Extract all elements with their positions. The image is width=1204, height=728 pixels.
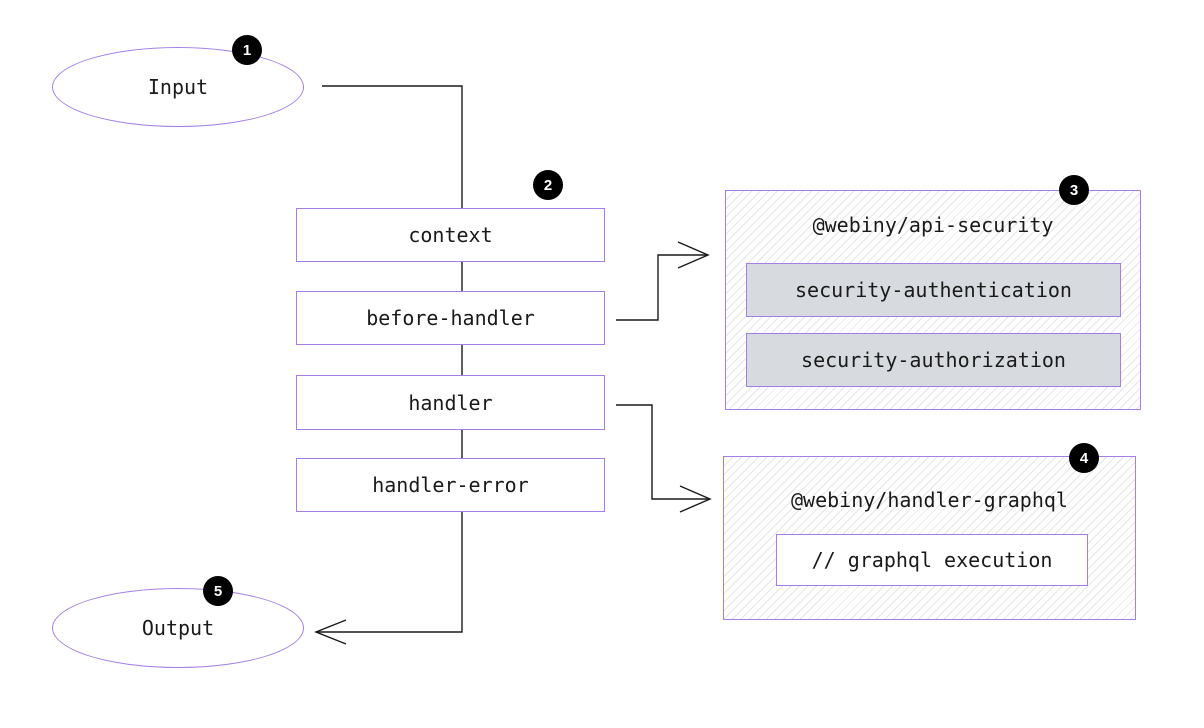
step-handler-error-label: handler-error xyxy=(372,473,529,497)
graphql-arrowhead xyxy=(679,485,712,513)
graphql-execution-label: // graphql execution xyxy=(811,548,1053,572)
step-before-handler: before-handler xyxy=(296,291,605,345)
input-node: Input xyxy=(52,47,304,127)
step-handler-label: handler xyxy=(408,390,493,415)
step-badge-1: 1 xyxy=(232,35,262,65)
input-connector xyxy=(322,85,463,208)
step-context: context xyxy=(296,208,605,262)
graphql-package: @webiny/handler-graphql // graphql execu… xyxy=(723,456,1136,620)
security-authentication-plugin: security-authentication xyxy=(746,263,1121,317)
input-label: Input xyxy=(147,75,209,99)
security-package: @webiny/api-security security-authentica… xyxy=(725,190,1141,410)
step-badge-3: 3 xyxy=(1059,175,1089,205)
graphql-connector xyxy=(616,404,710,500)
step-handler-error: handler-error xyxy=(296,458,605,512)
step-badge-4: 4 xyxy=(1069,443,1099,473)
step-context-label: context xyxy=(408,223,493,247)
step-handler: handler xyxy=(296,375,605,430)
security-arrowhead xyxy=(677,241,710,269)
output-connector xyxy=(316,512,463,633)
output-node: Output xyxy=(52,588,304,668)
security-authentication-label: security-authentication xyxy=(795,278,1072,302)
graphql-package-title: @webiny/handler-graphql xyxy=(791,488,1068,512)
step-badge-5: 5 xyxy=(203,576,233,606)
security-authorization-plugin: security-authorization xyxy=(746,333,1121,387)
security-connector xyxy=(616,254,708,321)
output-arrowhead xyxy=(314,619,347,645)
step-before-handler-label: before-handler xyxy=(366,306,535,330)
step-badge-2: 2 xyxy=(533,170,563,200)
security-package-title: @webiny/api-security xyxy=(812,213,1054,237)
security-authorization-label: security-authorization xyxy=(801,348,1066,372)
graphql-execution-plugin: // graphql execution xyxy=(776,534,1088,586)
output-label: Output xyxy=(141,616,215,640)
